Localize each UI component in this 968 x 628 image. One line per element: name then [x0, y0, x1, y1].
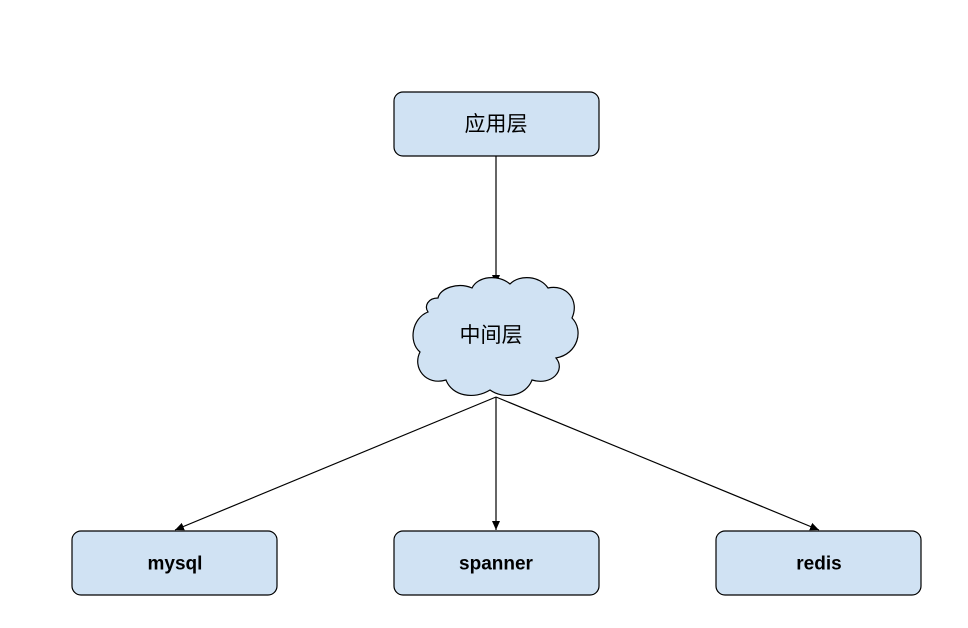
node-redis-label: redis [796, 554, 841, 575]
node-middle-layer-label: 中间层 [460, 323, 523, 347]
node-redis[interactable]: redis [715, 530, 922, 596]
node-redis-box [715, 530, 922, 596]
node-middle-layer[interactable]: 中间层 [412, 277, 579, 397]
node-spanner-box [393, 530, 600, 596]
node-spanner-label: spanner [459, 554, 534, 575]
node-app-layer-box [393, 91, 600, 157]
edge-middle-to-mysql [174, 396, 497, 531]
edge-middle-to-redis [495, 396, 820, 531]
node-mysql-label: mysql [148, 554, 203, 575]
node-app-layer[interactable]: 应用层 [393, 91, 600, 157]
node-mysql[interactable]: mysql [71, 530, 278, 596]
cloud-shape [412, 277, 579, 397]
node-spanner[interactable]: spanner [393, 530, 600, 596]
node-mysql-box [71, 530, 278, 596]
node-app-layer-label: 应用层 [465, 112, 528, 136]
